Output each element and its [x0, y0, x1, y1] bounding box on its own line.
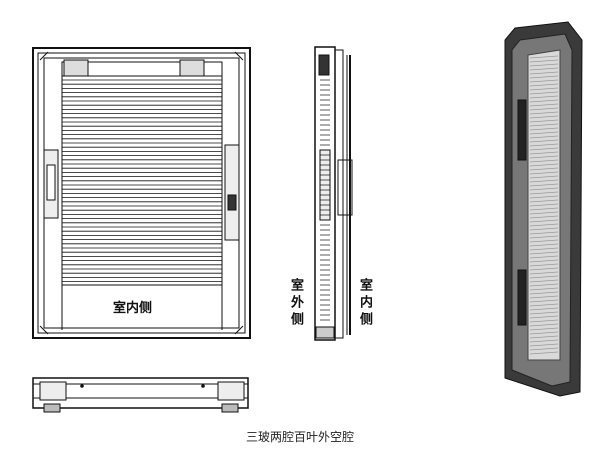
- render-slat: [529, 183, 559, 187]
- render-slat: [529, 127, 559, 131]
- render-slat: [529, 107, 559, 111]
- render-slat: [529, 279, 559, 283]
- render-slat: [529, 147, 559, 151]
- render-slat: [529, 131, 559, 135]
- render-slat: [529, 267, 559, 271]
- render-slat: [529, 203, 559, 207]
- render-slat: [529, 291, 559, 295]
- render-slat: [529, 139, 559, 143]
- render-slat: [529, 175, 559, 179]
- bottom-view-drawing: [32, 377, 249, 413]
- render-slat: [529, 247, 559, 251]
- caption: 三玻两腔百叶外空腔: [245, 430, 354, 444]
- render-slat: [529, 171, 559, 175]
- render-slat: [529, 195, 559, 199]
- render-slat: [529, 283, 559, 287]
- render-slat: [529, 303, 559, 307]
- render-slat: [529, 339, 559, 343]
- render-slat: [529, 55, 559, 59]
- render-slat: [529, 235, 559, 239]
- render-slat: [529, 199, 559, 203]
- render-slat: [529, 111, 559, 115]
- render-slat: [529, 263, 559, 267]
- render-slat: [529, 211, 559, 215]
- render-slat: [529, 219, 559, 223]
- render-slat: [529, 319, 559, 323]
- render-slat: [529, 167, 559, 171]
- render-slat: [529, 67, 559, 71]
- render-slat: [529, 115, 559, 119]
- render-slat: [529, 243, 559, 247]
- render-slat: [529, 99, 559, 103]
- render-slat: [529, 223, 559, 227]
- render-slat: [529, 187, 559, 191]
- render-slat: [529, 83, 559, 87]
- render-slat: [529, 135, 559, 139]
- render-slat: [529, 251, 559, 255]
- render-slat: [529, 255, 559, 259]
- render-slat: [529, 91, 559, 95]
- render-slat: [529, 315, 559, 319]
- render-slat: [529, 151, 559, 155]
- render-slat: [529, 347, 559, 351]
- render-slat: [529, 227, 559, 231]
- render-slat: [529, 295, 559, 299]
- render-slat: [529, 75, 559, 79]
- render-slat: [529, 275, 559, 279]
- side-indoor-label: 室内侧: [357, 278, 372, 329]
- render-slat: [529, 63, 559, 67]
- render-slat: [529, 271, 559, 275]
- render-slat: [529, 307, 559, 311]
- render-slat: [529, 95, 559, 99]
- render-slat: [529, 87, 559, 91]
- render-slat: [529, 79, 559, 83]
- render-slat: [529, 59, 559, 63]
- render-slat: [529, 103, 559, 107]
- render-slat: [529, 231, 559, 235]
- 3d-render: [504, 21, 583, 397]
- render-slat: [529, 159, 559, 163]
- render-slat: [529, 207, 559, 211]
- render-slat: [529, 259, 559, 263]
- render-slat: [529, 215, 559, 219]
- render-slat: [529, 335, 559, 339]
- render-slat: [529, 323, 559, 327]
- render-slat: [529, 163, 559, 167]
- render-slat: [529, 287, 559, 291]
- render-slat: [529, 331, 559, 335]
- render-slat: [529, 179, 559, 183]
- render-slat: [529, 299, 559, 303]
- render-slat: [529, 71, 559, 75]
- render-slat: [529, 327, 559, 331]
- render-slat: [529, 143, 559, 147]
- render-slat: [529, 191, 559, 195]
- render-slat: [529, 351, 559, 355]
- side-outdoor-label: 室外侧: [288, 278, 303, 329]
- render-slat: [529, 311, 559, 315]
- render-slat: [529, 343, 559, 347]
- render-slat: [529, 239, 559, 243]
- render-slat: [529, 119, 559, 123]
- front-view-drawing: [32, 47, 251, 339]
- side-view-drawing: [314, 46, 353, 341]
- render-slat: [529, 123, 559, 127]
- render-slat: [529, 155, 559, 159]
- front-view-label: 室内侧: [113, 301, 153, 316]
